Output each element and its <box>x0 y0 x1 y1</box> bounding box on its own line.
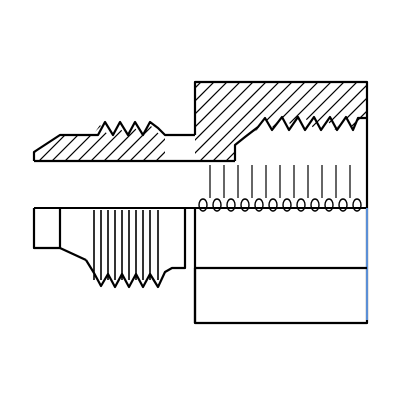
hatch-line <box>60 125 109 161</box>
thread-loop <box>198 198 208 212</box>
thread-loop <box>212 198 222 212</box>
hatch-line <box>0 118 30 165</box>
hatch-line <box>364 82 367 161</box>
hatch-line <box>325 82 367 161</box>
hatch-line <box>105 80 190 165</box>
hatch-line <box>195 82 230 161</box>
thread-loop <box>310 198 320 212</box>
hatch-line <box>47 125 96 161</box>
external-view-outline <box>32 208 367 323</box>
male-flare-edge <box>59 247 87 261</box>
hatch-line <box>391 80 400 165</box>
hatch-line <box>195 82 217 161</box>
hatch-line <box>34 125 44 161</box>
hatch-line <box>34 125 83 161</box>
hatch-line <box>138 125 165 161</box>
male-end-outline-lower <box>32 208 62 250</box>
hatch-line <box>34 125 70 161</box>
hatch-line <box>195 82 243 161</box>
male-thread-crest-lines <box>93 210 159 280</box>
hatch-line <box>178 118 225 165</box>
thread-loop <box>226 198 236 212</box>
hatch-line <box>73 125 122 161</box>
hatch-line <box>86 125 135 161</box>
female-thread-profile-upper <box>233 115 367 161</box>
hatch-line <box>195 82 282 161</box>
thread-loop <box>282 198 292 212</box>
hatch-line <box>243 118 290 165</box>
thread-loop <box>338 198 348 212</box>
thread-loop <box>240 198 250 212</box>
hatch-line <box>195 82 204 161</box>
thread-loop <box>324 198 334 212</box>
hatch-line <box>195 82 269 161</box>
section-outline <box>32 80 369 325</box>
hatch-line <box>125 125 165 161</box>
female-thread-loops <box>198 165 362 212</box>
male-end-hatching <box>0 118 290 165</box>
thread-loop <box>296 198 306 212</box>
hatch-line <box>151 125 165 161</box>
thread-loop <box>352 198 362 212</box>
hatch-line <box>204 118 251 165</box>
hatch-line <box>378 80 400 165</box>
hatch-line <box>191 118 238 165</box>
hatch-line <box>195 82 256 161</box>
thread-loop <box>268 198 278 212</box>
hatch-line <box>164 125 165 161</box>
male-end-outline-upper <box>32 120 195 161</box>
thread-loop <box>254 198 264 212</box>
hatch-line <box>208 82 295 161</box>
